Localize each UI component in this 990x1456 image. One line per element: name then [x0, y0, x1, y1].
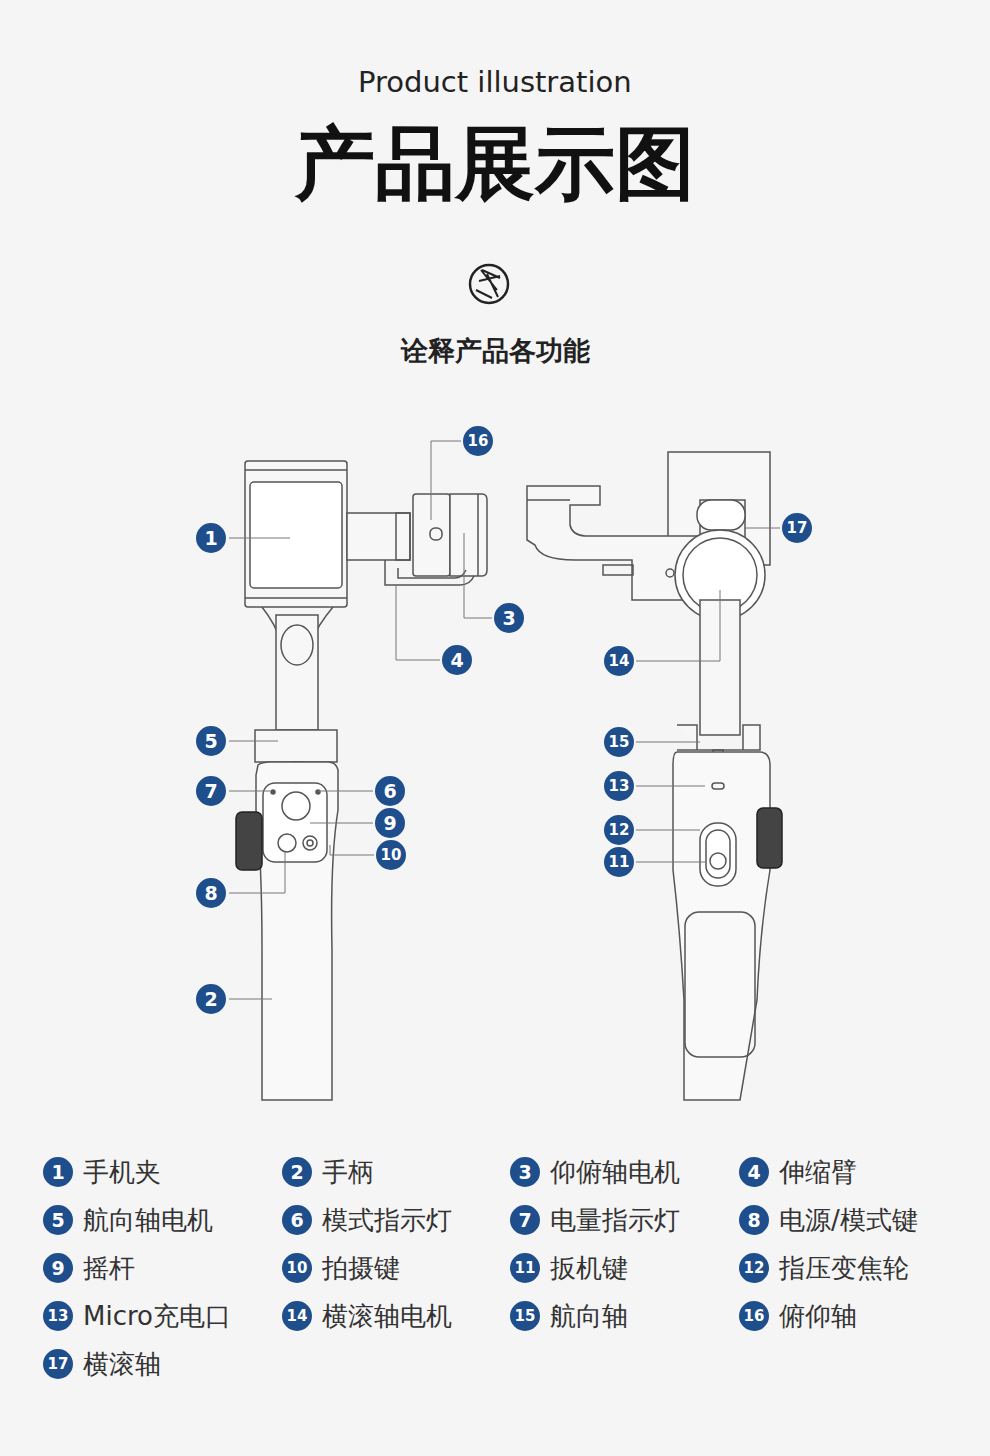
legend-number: 17 — [43, 1349, 73, 1379]
legend-number: 11 — [510, 1253, 540, 1283]
callout-number: 12 — [604, 815, 634, 845]
part-name: 仰俯轴电机 — [550, 1155, 680, 1190]
part-name: Micro充电口 — [83, 1299, 231, 1334]
part-name: 伸缩臂 — [779, 1155, 857, 1190]
legend-number: 16 — [739, 1301, 769, 1331]
callout-number: 10 — [376, 840, 406, 870]
subtitle-english: Product illustration — [358, 65, 632, 99]
callout-number: 15 — [604, 727, 634, 757]
callout-number: 9 — [375, 808, 405, 838]
callout-number: 14 — [604, 646, 634, 676]
callout-number: 7 — [196, 776, 226, 806]
legend-number: 2 — [282, 1157, 312, 1187]
part-name: 横滚轴电机 — [322, 1299, 452, 1334]
legend-number: 12 — [739, 1253, 769, 1283]
legend-number: 7 — [510, 1205, 540, 1235]
callout-number: 16 — [463, 426, 493, 456]
callout-number: 13 — [604, 771, 634, 801]
legend-number: 8 — [739, 1205, 769, 1235]
callout-number: 2 — [196, 984, 226, 1014]
part-name: 摇杆 — [83, 1251, 135, 1286]
part-name: 横滚轴 — [83, 1347, 161, 1382]
callout-number: 1 — [196, 523, 226, 553]
part-name: 模式指示灯 — [322, 1203, 452, 1238]
callout-number: 17 — [782, 513, 812, 543]
part-name: 电源/模式键 — [779, 1203, 918, 1238]
part-name: 航向轴 — [550, 1299, 628, 1334]
callout-number: 11 — [604, 847, 634, 877]
callout-number: 6 — [375, 776, 405, 806]
legend-number: 5 — [43, 1205, 73, 1235]
part-name: 拍摄键 — [322, 1251, 400, 1286]
callout-number: 4 — [442, 645, 472, 675]
part-name: 航向轴电机 — [83, 1203, 213, 1238]
callout-number: 8 — [196, 878, 226, 908]
part-name: 电量指示灯 — [550, 1203, 680, 1238]
legend-number: 14 — [282, 1301, 312, 1331]
legend-number: 15 — [510, 1301, 540, 1331]
legend-number: 3 — [510, 1157, 540, 1187]
callout-number: 5 — [196, 726, 226, 756]
subtitle: 诠释产品各功能 — [401, 333, 590, 369]
legend-number: 13 — [43, 1301, 73, 1331]
legend-number: 6 — [282, 1205, 312, 1235]
page-title: 产品展示图 — [295, 111, 695, 219]
part-name: 扳机键 — [550, 1251, 628, 1286]
legend-number: 9 — [43, 1253, 73, 1283]
part-name: 手柄 — [322, 1155, 374, 1190]
legend-number: 10 — [282, 1253, 312, 1283]
legend-number: 4 — [739, 1157, 769, 1187]
part-name: 俯仰轴 — [779, 1299, 857, 1334]
legend-number: 1 — [43, 1157, 73, 1187]
part-name: 手机夹 — [83, 1155, 161, 1190]
part-name: 指压变焦轮 — [779, 1251, 909, 1286]
callout-number: 3 — [494, 603, 524, 633]
